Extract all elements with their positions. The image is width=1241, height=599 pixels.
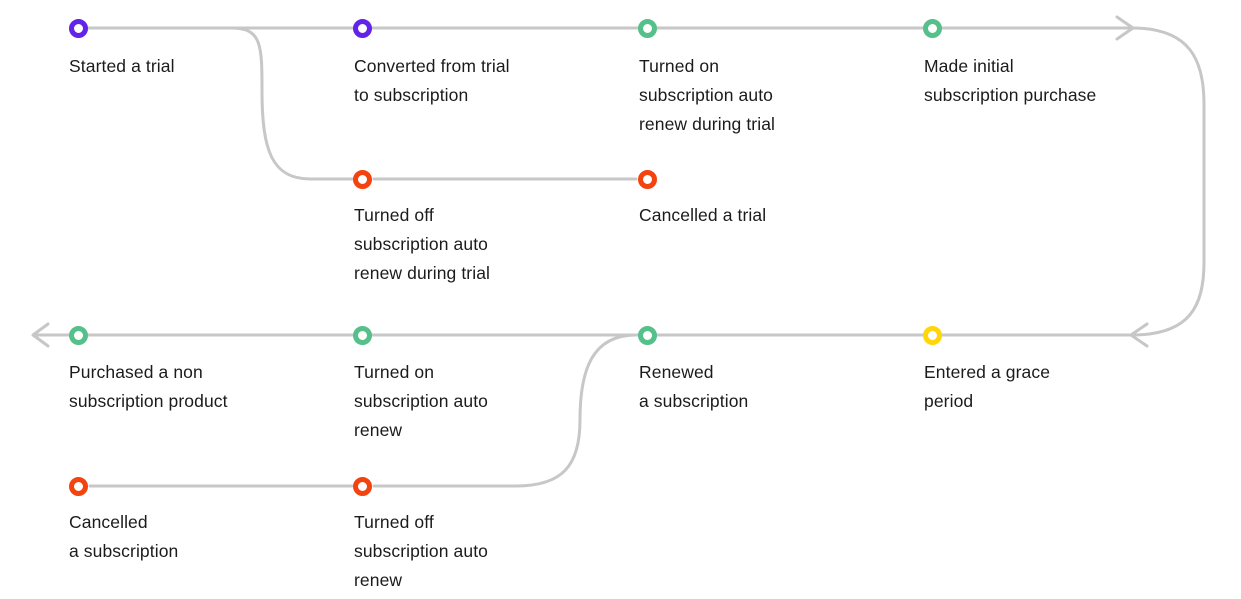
node-label-renewed-a-subscription: Renewed a subscription xyxy=(639,362,749,411)
node-label-converted-from-trial-to-subscription: Converted from trial to subscription xyxy=(354,56,510,105)
node-turned-on-subscription-auto-renew[interactable] xyxy=(352,325,372,345)
node-label-turned-off-subscription-auto-renew: Turned off subscription auto renew xyxy=(354,512,489,590)
node-label-made-initial-subscription-purchase: Made initial subscription purchase xyxy=(924,56,1097,105)
node-cancelled-a-trial[interactable] xyxy=(637,169,657,189)
edge-row2-branch-to-turned-off xyxy=(372,333,638,488)
node-label-cancelled-a-trial: Cancelled a trial xyxy=(639,205,767,225)
node-started-a-trial[interactable] xyxy=(68,18,88,38)
node-label-entered-a-grace-period: Entered a grace period xyxy=(924,362,1051,411)
node-label-turned-off-subscription-auto-renew-during-trial: Turned off subscription auto renew durin… xyxy=(354,205,491,283)
node-label-cancelled-a-subscription: Cancelled a subscription xyxy=(69,512,179,561)
node-label-turned-on-subscription-auto-renew: Turned on subscription auto renew xyxy=(354,362,489,440)
node-entered-a-grace-period[interactable] xyxy=(922,325,942,345)
node-turned-off-subscription-auto-renew-during-trial[interactable] xyxy=(352,169,372,189)
node-label-turned-on-subscription-auto-renew-during-trial: Turned on subscription auto renew during… xyxy=(639,56,776,134)
node-renewed-a-subscription[interactable] xyxy=(637,325,657,345)
edge-wrap-right xyxy=(1130,26,1206,337)
node-made-initial-subscription-purchase[interactable] xyxy=(922,18,942,38)
node-turned-on-subscription-auto-renew-during-trial[interactable] xyxy=(637,18,657,38)
node-turned-off-subscription-auto-renew[interactable] xyxy=(352,476,372,496)
edge-row1-branch-to-turned-off-trial xyxy=(230,26,354,181)
node-cancelled-a-subscription[interactable] xyxy=(68,476,88,496)
node-label-purchased-a-non-subscription-product: Purchased a non subscription product xyxy=(69,362,228,411)
arrowhead-row2-wrap-left xyxy=(1129,322,1149,348)
node-label-started-a-trial: Started a trial xyxy=(69,56,175,76)
node-converted-from-trial-to-subscription[interactable] xyxy=(352,18,372,38)
node-purchased-a-non-subscription-product[interactable] xyxy=(68,325,88,345)
arrowhead-row2-left-end xyxy=(31,322,50,348)
